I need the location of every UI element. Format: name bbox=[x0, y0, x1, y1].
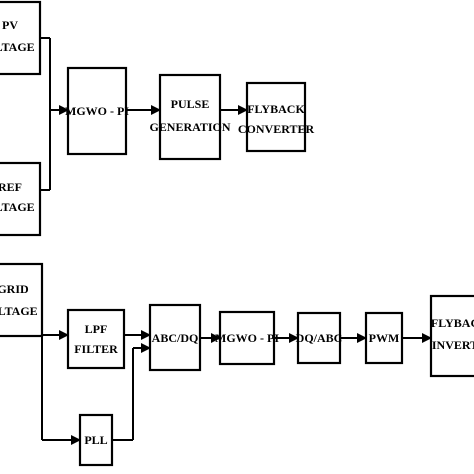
lower-connectors bbox=[41, 330, 432, 445]
pll-block: PLL bbox=[78, 413, 114, 467]
pulse-generation-block: PULSE GENERATION bbox=[149, 73, 231, 161]
mgwo-pi-label-upper: MGWO - PI bbox=[65, 104, 129, 118]
lpf-filter-block: LPF FILTER bbox=[66, 308, 126, 370]
mgwo-pi-label-lower: MGWO - PI bbox=[215, 331, 279, 345]
mgwo-pi-block-upper: MGWO - PI bbox=[65, 66, 129, 156]
upper-connectors bbox=[40, 37, 248, 191]
dq-abc-label: DQ/ABC bbox=[296, 331, 343, 345]
flyback-inverter-block: FLYBAC INVERT bbox=[429, 294, 474, 378]
pv-voltage-block: PV OLTAGE bbox=[0, 0, 42, 76]
flyback-converter-label-line2: CONVERTER bbox=[238, 122, 315, 136]
flyback-inverter-label-line2: INVERT bbox=[432, 338, 474, 352]
pv-voltage-label-line1: PV bbox=[2, 18, 18, 32]
flyback-converter-label-line1: FLYBACK bbox=[247, 102, 305, 116]
pulse-generation-label-line2: GENERATION bbox=[149, 120, 230, 134]
flyback-inverter-label-line1: FLYBAC bbox=[431, 316, 474, 330]
ref-voltage-label-line1: REF bbox=[0, 180, 22, 194]
lpf-filter-label-line2: FILTER bbox=[74, 342, 118, 356]
grid-voltage-block: GRID OLTAGE bbox=[0, 262, 44, 338]
ref-voltage-block: REF OLTAGE bbox=[0, 161, 42, 237]
dq-abc-block: DQ/ABC bbox=[296, 311, 343, 365]
flyback-converter-block: FLYBACK CONVERTER bbox=[238, 81, 315, 153]
pwm-label: PWM bbox=[369, 331, 400, 345]
abc-dq-label: ABC/DQ bbox=[152, 331, 199, 345]
ref-voltage-label-line2: OLTAGE bbox=[0, 200, 35, 214]
pwm-block: PWM bbox=[364, 311, 404, 365]
lpf-filter-label-line1: LPF bbox=[85, 322, 108, 336]
mgwo-pi-block-lower: MGWO - PI bbox=[215, 310, 279, 366]
abc-dq-block: ABC/DQ bbox=[148, 303, 202, 372]
pll-label: PLL bbox=[84, 433, 107, 447]
pulse-generation-label-line1: PULSE bbox=[171, 97, 210, 111]
pv-voltage-label-line2: OLTAGE bbox=[0, 40, 35, 54]
grid-voltage-label-line1: GRID bbox=[0, 282, 29, 296]
grid-voltage-label-line2: OLTAGE bbox=[0, 304, 38, 318]
